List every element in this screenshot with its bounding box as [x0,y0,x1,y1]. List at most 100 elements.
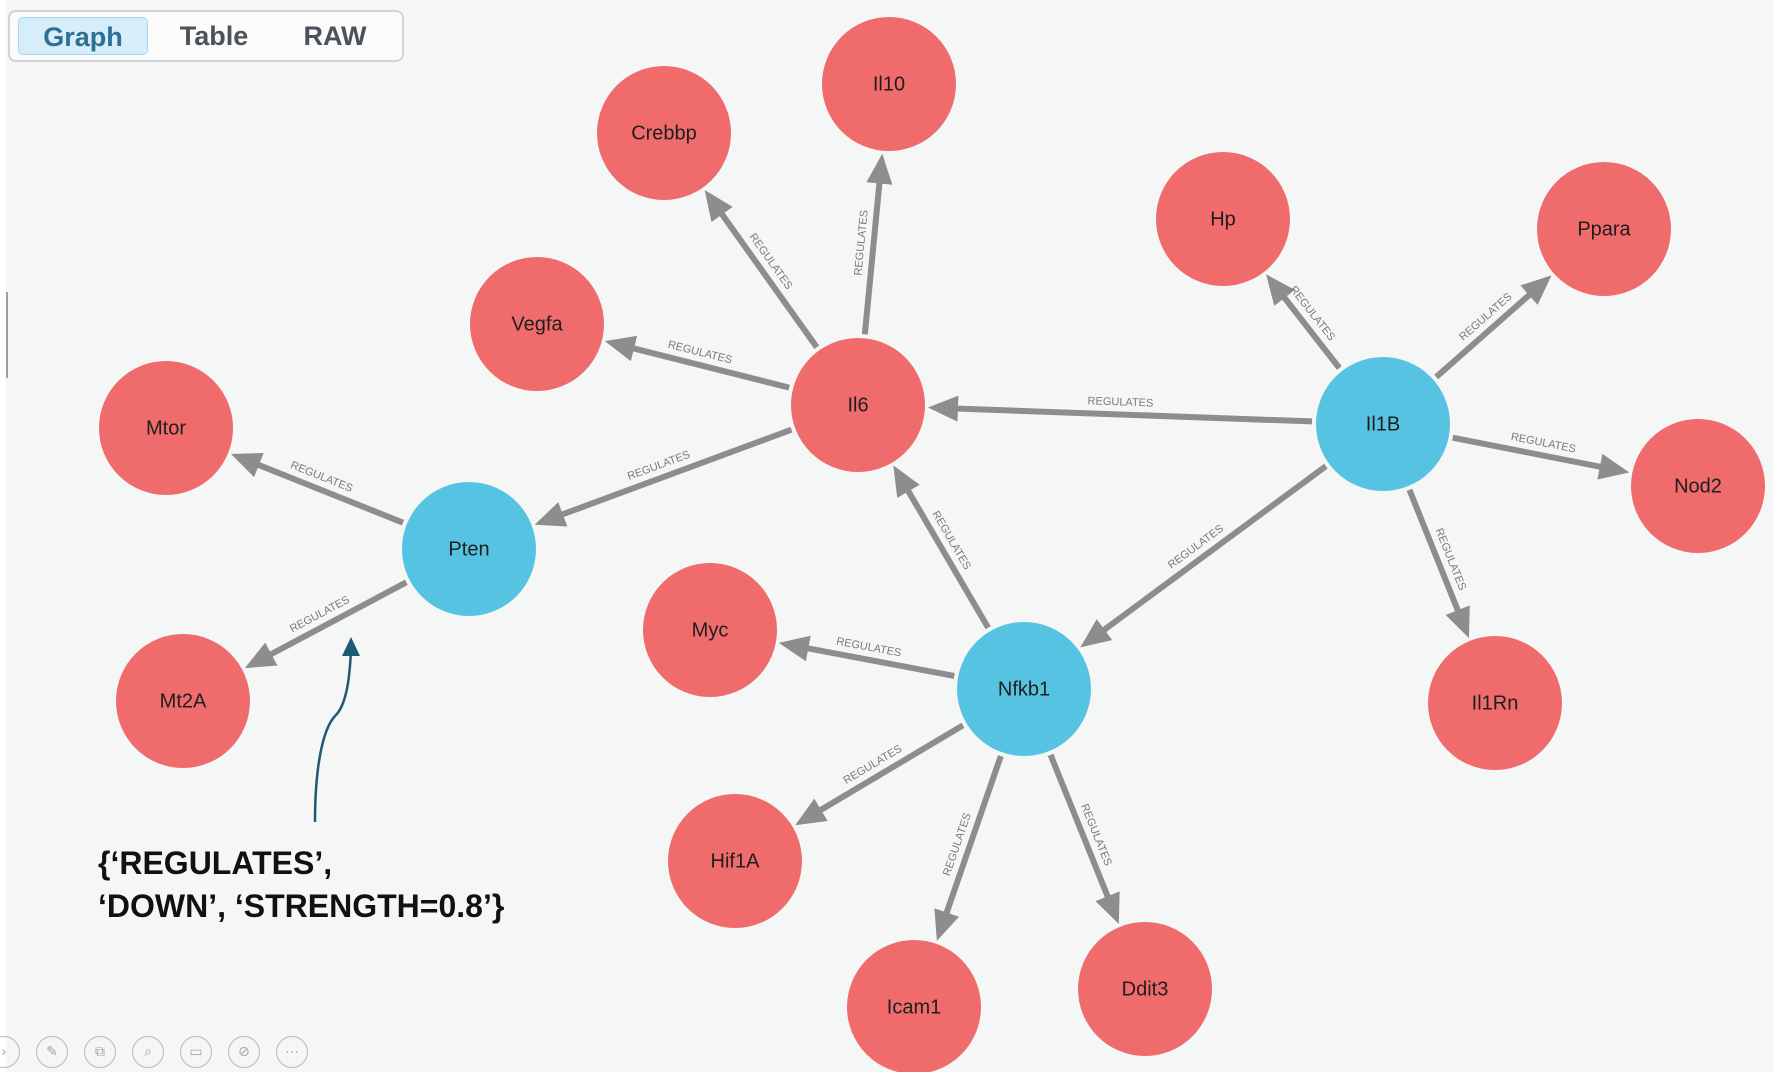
node-myc[interactable]: Myc [643,563,777,697]
node-circle[interactable] [470,257,604,391]
edge-il1b-ppara[interactable]: REGULATES [1434,275,1552,380]
edge-line[interactable] [559,426,793,518]
annotation-line-1: {‘REGULATES’, [98,845,333,881]
edge-arrowhead [231,453,264,478]
node-il6[interactable]: Il6 [791,338,925,472]
node-circle[interactable] [1428,636,1562,770]
node-il1rn[interactable]: Il1Rn [1428,636,1562,770]
node-nod2[interactable]: Nod2 [1631,419,1765,553]
edge-line[interactable] [631,345,790,391]
tab-table[interactable]: Table [179,21,249,51]
node-hp[interactable]: Hp [1156,152,1290,286]
node-mt2a[interactable]: Mt2A [116,634,250,768]
edge-line[interactable] [817,722,965,814]
node-vegfa[interactable]: Vegfa [470,257,604,391]
edge-arrowhead [244,642,278,669]
node-circle[interactable] [1316,357,1450,491]
node-circle[interactable] [116,634,250,768]
edge-nfkb1-il6[interactable]: REGULATES [893,465,991,630]
edge-nfkb1-myc[interactable]: REGULATES [778,635,955,679]
edge-pten-mt2a[interactable]: REGULATES [244,579,408,669]
node-circle[interactable] [402,482,536,616]
node-icam1[interactable]: Icam1 [847,940,981,1072]
node-mtor[interactable]: Mtor [99,361,233,495]
tab-raw[interactable]: RAW [303,21,367,51]
edge-il1b-hp[interactable]: REGULATES [1266,274,1342,370]
node-nfkb1[interactable]: Nfkb1 [957,622,1091,756]
node-ppara[interactable]: Ppara [1537,162,1671,296]
node-circle[interactable] [822,17,956,151]
edge-property-annotation: {‘REGULATES’, ‘DOWN’, ‘STRENGTH=0.8’} [98,842,504,928]
edge-line[interactable] [1101,463,1328,634]
edge-il6-vegfa[interactable]: REGULATES [604,335,790,391]
edge-arrowhead [893,465,920,498]
node-circle[interactable] [1537,162,1671,296]
annotation-arrow-head [342,637,360,656]
edge-line[interactable] [1280,294,1342,370]
edge-arrowhead [604,335,638,362]
edge-line[interactable] [1406,488,1462,614]
annotation-arrow [313,637,360,823]
more-icon[interactable]: ··· [276,1036,308,1068]
node-circle[interactable] [597,66,731,200]
edge-arrowhead [927,395,959,422]
copy-icon[interactable]: ⧉ [84,1036,116,1068]
node-circle[interactable] [791,338,925,472]
edge-line[interactable] [861,181,883,335]
edge-arrowhead [704,189,733,222]
edge-line[interactable] [268,579,408,658]
edge-il6-pten[interactable]: REGULATES [534,426,793,527]
edge-line[interactable] [718,211,820,349]
annotation-line-2: ‘DOWN’, ‘STRENGTH=0.8’} [98,888,505,924]
edge-line[interactable] [1047,753,1112,900]
edge-il1b-il6[interactable]: REGULATES [927,395,1313,425]
edge-arrowhead [1266,274,1295,306]
node-circle[interactable] [1631,419,1765,553]
edge-arrowhead [534,502,568,527]
edge-arrowhead [934,908,959,941]
edge-il1b-il1rn[interactable]: REGULATES [1406,488,1470,639]
node-circle[interactable] [643,563,777,697]
node-circle[interactable] [99,361,233,495]
edge-line[interactable] [904,488,991,630]
node-circle[interactable] [957,622,1091,756]
node-circle[interactable] [668,794,802,928]
edge-line[interactable] [1452,434,1603,471]
node-ddit3[interactable]: Ddit3 [1078,922,1212,1056]
edge-nfkb1-ddit3[interactable]: REGULATES [1047,753,1120,925]
edge-line[interactable] [805,645,955,679]
node-hif1a[interactable]: Hif1A [668,794,802,928]
zoom-icon[interactable]: ⌕ [132,1036,164,1068]
node-circle[interactable] [1078,922,1212,1056]
node-circle[interactable] [847,940,981,1072]
node-il10[interactable]: Il10 [822,17,956,151]
node-pten[interactable]: Pten [402,482,536,616]
edge-line[interactable] [943,755,1004,916]
edge-il6-il10[interactable]: REGULATES [852,153,893,335]
edge-il1b-nfkb1[interactable]: REGULATES [1080,463,1328,648]
edge-label: REGULATES [1087,395,1153,409]
edge-il1b-nod2[interactable]: REGULATES [1452,431,1630,480]
edge-arrowhead [1095,891,1120,925]
node-il1b[interactable]: Il1B [1316,357,1450,491]
camera-off-icon[interactable]: ⊘ [228,1036,260,1068]
edge-nfkb1-hif1a[interactable]: REGULATES [795,722,965,826]
subtitles-icon[interactable]: ▭ [180,1036,212,1068]
edge-line[interactable] [1434,291,1533,380]
edge-arrowhead [1445,605,1470,639]
edge-line[interactable] [955,405,1313,425]
edge-line[interactable] [255,461,405,526]
edge-pten-mtor[interactable]: REGULATES [231,453,405,526]
edge-arrowhead [1080,619,1113,648]
edge-arrowhead [778,635,811,662]
node-crebbp[interactable]: Crebbp [597,66,731,200]
pen-icon[interactable]: ✎ [36,1036,68,1068]
view-tabs: Graph Table RAW [8,10,404,62]
edge-arrowhead [1520,275,1552,305]
edge-il6-crebbp[interactable]: REGULATES [704,189,820,349]
edge-arrowhead [866,153,893,185]
node-circle[interactable] [1156,152,1290,286]
tab-graph[interactable]: Graph [18,17,148,55]
edge-nfkb1-icam1[interactable]: REGULATES [934,755,1004,941]
